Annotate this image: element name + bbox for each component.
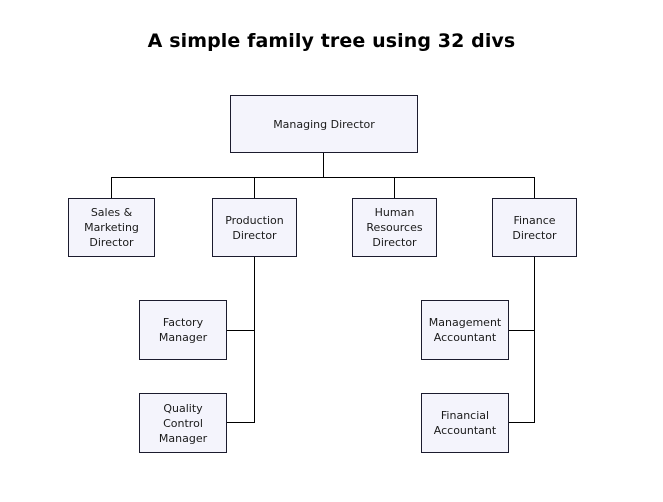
connector-to-finance: [534, 177, 535, 198]
node-production-director[interactable]: Production Director: [212, 198, 297, 257]
node-human-resources-director[interactable]: Human Resources Director: [352, 198, 437, 257]
connector-finance-spine: [534, 257, 535, 423]
node-factory-manager[interactable]: Factory Manager: [139, 300, 227, 360]
page-title: A simple family tree using 32 divs: [147, 30, 516, 52]
connector-production-spine: [254, 257, 255, 423]
connector-to-production: [254, 177, 255, 198]
node-management-accountant[interactable]: Management Accountant: [421, 300, 509, 360]
connector-level1-bus: [111, 177, 535, 178]
connector-root-stem: [323, 153, 324, 177]
connector-to-sales-marketing: [111, 177, 112, 198]
connector-to-financial-accountant: [509, 422, 535, 423]
connector-to-human-resources: [394, 177, 395, 198]
connector-to-quality-control-manager: [227, 422, 255, 423]
node-quality-control-manager[interactable]: Quality Control Manager: [139, 393, 227, 453]
node-managing-director[interactable]: Managing Director: [230, 95, 418, 153]
connector-to-factory-manager: [227, 330, 255, 331]
connector-to-management-accountant: [509, 330, 535, 331]
node-financial-accountant[interactable]: Financial Accountant: [421, 393, 509, 453]
node-finance-director[interactable]: Finance Director: [492, 198, 577, 257]
node-sales-marketing-director[interactable]: Sales & Marketing Director: [68, 198, 155, 257]
